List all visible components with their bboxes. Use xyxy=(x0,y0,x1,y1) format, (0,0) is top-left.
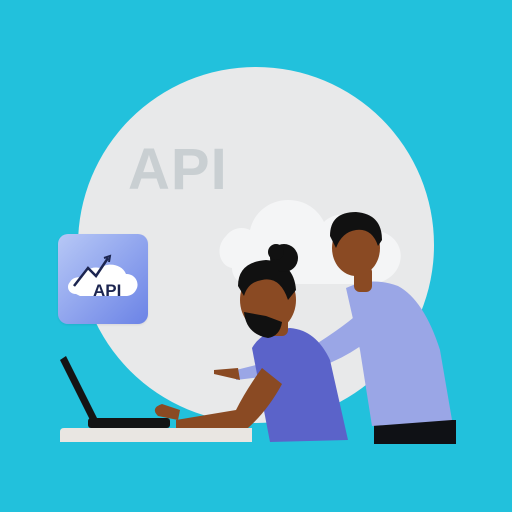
trend-arrow-icon xyxy=(73,257,110,287)
person-standing xyxy=(214,212,456,444)
badge-graphic xyxy=(68,254,138,296)
typing-hand xyxy=(154,404,180,420)
person-sitting xyxy=(154,244,348,442)
api-badge-label: API xyxy=(93,281,122,300)
api-label-large: API xyxy=(128,137,228,202)
desk xyxy=(60,428,252,442)
sitting-shirt xyxy=(252,328,348,442)
pointing-hand xyxy=(214,368,240,380)
standing-shirt xyxy=(346,281,452,426)
laptop-icon xyxy=(60,356,170,428)
api-cloud-badge-icon xyxy=(58,234,148,324)
